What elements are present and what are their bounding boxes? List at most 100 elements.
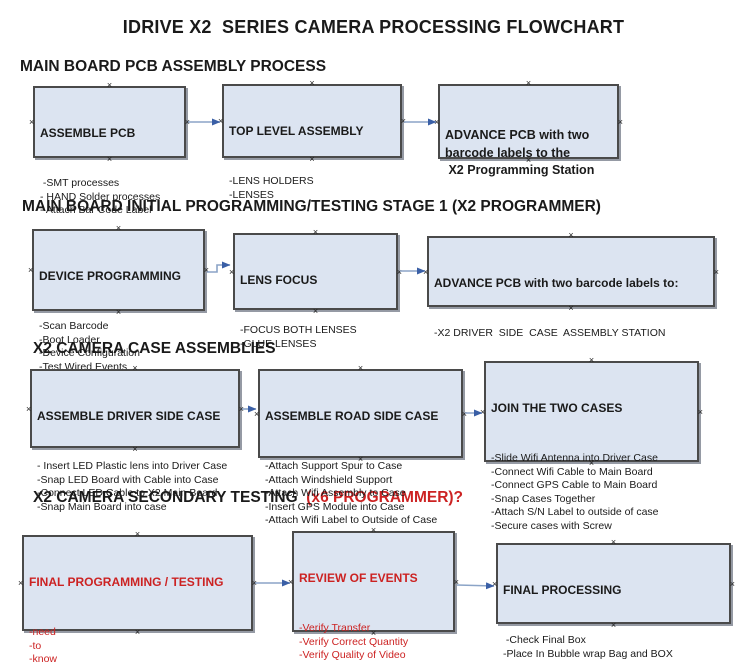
flow-box-assemble-road-side-case: ASSEMBLE ROAD SIDE CASE -Attach Support … [254,364,467,527]
box-title: REVIEW OF EVENTS [299,571,418,585]
connector-anchor-icon: × [423,266,429,277]
box-item: -Place In Bubble wrap Bag and BOX [503,647,673,660]
box-items: -Slide Wifi Antenna into Driver Case-Con… [491,452,692,533]
connector-anchor-icon: × [568,303,574,313]
box-title: TOP LEVEL ASSEMBLY [229,124,364,138]
box-title: FINAL PROCESSING [503,583,622,597]
box-item: -Verify Quality of Video [299,649,406,661]
box-item: -Boot Loader [39,333,100,346]
box-items: -Check Final Box-Place In Bubble wrap Ba… [503,634,724,662]
flow-box-join-the-two-cases: JOIN THE TWO CASES -Slide Wifi Antenna i… [480,356,703,532]
box-item: -LENSES [229,188,274,201]
connector-anchor-icon: × [713,266,719,277]
connector-anchor-icon: × [480,406,486,417]
box-title: FINAL PROGRAMMING / TESTING [29,575,224,589]
box-title: ASSEMBLE PCB [40,126,136,140]
box-item: -Attach S/N Label to outside of case [491,506,659,518]
box-item: -Snap Cases Together [491,492,596,505]
flow-box-advance-pcb-programming-station: ADVANCE PCB with two barcode labels to t… [434,79,623,178]
connector-anchor-icon: × [238,403,244,414]
connector-anchor-icon: × [617,116,623,127]
connector-anchor-icon: × [184,117,190,127]
box-title: LENS FOCUS [240,273,318,287]
box-item: -need [29,626,56,638]
connector-anchor-icon: × [203,265,209,275]
connector-anchor-icon: × [610,620,617,630]
box-item: -Attach Wifi Assembly to Case [265,487,406,499]
section-heading-text: X2 CAMERA SECONDARY TESTING [33,489,307,506]
box-title: ASSEMBLE ROAD SIDE CASE [265,409,439,423]
box-title: JOIN THE TWO CASES [491,401,623,415]
box-item: -Insert GPS Module into Case [265,500,405,513]
box-item: - Attach Bar Code Label [40,204,152,216]
page-title: IDRIVE X2 SERIES CAMERA PROCESSING FLOWC… [122,17,625,37]
connector-anchor-icon: × [400,116,406,126]
box-item: -Device Configuration [39,347,140,359]
box-title: ASSEMBLE DRIVER SIDE CASE [37,409,221,423]
box-items: -FOCUS BOTH LENSES-GLUE LENSES [240,324,391,351]
connector-anchor-icon: × [492,578,498,589]
connector-anchor-icon: × [396,266,402,277]
connector-anchor-icon: × [525,78,532,88]
connector-anchor-icon: × [288,576,294,587]
flow-box-lens-focus: LENS FOCUS -FOCUS BOTH LENSES-GLUE LENSE… [229,228,402,350]
connector-anchor-icon: × [453,576,459,587]
box-item: -Slide Wifi Antenna into Driver Case [491,452,658,464]
box-item: -Verify Correct Quantity [299,635,409,648]
box-item: -Attach Windshield Support [265,473,393,486]
section-heading-case-assemblies: X2 CAMERA CASE ASSEMBLIES [33,340,276,358]
section-heading-text: X2 CAMERA CASE ASSEMBLIES [33,340,276,357]
flow-box-assemble-pcb: ASSEMBLE PCB -SMT processes- HAND Solder… [29,81,190,217]
connector-anchor-icon: × [309,78,315,88]
box-item: -Secure cases with Screw [491,519,612,532]
arrow-device-programming-to-lens-focus [207,261,231,273]
box-items: -X2 DRIVER SIDE CASE ASSEMBLY STATION [434,327,708,341]
connector-anchor-icon: × [29,117,35,127]
box-items: -Attach Support Spur to Case-Attach Wind… [265,460,456,528]
box-items: -need-to-know-what-goes-here [29,626,246,662]
section-heading-text: MAIN BOARD INITIAL PROGRAMMING/TESTING S… [22,198,601,215]
connector-anchor-icon: × [229,266,235,277]
flow-box-final-processing: FINAL PROCESSING -Check Final Box-Place … [492,538,735,662]
connector-anchor-icon: × [106,154,113,164]
box-title: DEVICE PROGRAMMING [39,269,182,283]
section-heading-initial-programming: MAIN BOARD INITIAL PROGRAMMING/TESTING S… [22,198,601,216]
connector-anchor-icon: × [312,306,319,316]
connector-anchor-icon: × [28,265,34,275]
box-item: -Snap LED Board with Cable into Case [37,473,219,486]
box-item: - HAND Solder processes [40,190,161,203]
connector-anchor-icon: × [218,116,224,126]
connector-anchor-icon: × [132,444,138,454]
box-item: -LENS HOLDERS [229,175,314,187]
section-heading-secondary-testing: X2 CAMERA SECONDARY TESTING (x6 PROGRAMM… [33,489,463,507]
box-item: -X2 DRIVER SIDE CASE ASSEMBLY STATION [434,327,666,339]
box-item: -Connect Wifi Cable to Main Board [491,465,653,478]
connector-anchor-icon: × [309,154,315,164]
flow-box-top-level-assembly: TOP LEVEL ASSEMBLY -LENS HOLDERS-LENSES … [218,79,406,201]
box-item: -Connect GPS Cable to Main Board [491,479,658,491]
flow-box-device-programming: DEVICE PROGRAMMING -Scan Barcode-Boot Lo… [28,224,209,387]
connector-anchor-icon: × [729,578,735,589]
section-heading-pcb-assembly: MAIN BOARD PCB ASSEMBLY PROCESS [20,58,326,76]
flow-box-review-of-events: REVIEW OF EVENTS -Verify Transfer-Verify… [288,526,459,662]
box-items: - Insert LED Plastic lens into Driver Ca… [37,460,233,514]
box-item: -Connect LED Cable to X2 Main Board [37,487,218,499]
box-items: -SMT processes- HAND Solder processes- A… [40,177,179,218]
box-item: -GLUE LENSES [240,337,317,350]
box-item: -to [29,639,42,652]
arrow-review-to-final-processing [456,582,495,590]
connector-anchor-icon: × [18,578,24,588]
box-title: ADVANCE PCB with two barcode labels to: [434,276,679,290]
box-items: -Verify Transfer-Verify Correct Quantity… [299,622,448,662]
connector-anchor-icon: × [697,406,703,417]
connector-anchor-icon: × [254,408,260,419]
box-item: -Attach Wifi Label to Outside of Case [265,514,438,526]
box-item: -Scan Barcode [39,320,109,332]
box-item: -Snap Main Board into case [37,500,167,513]
box-item: -SMT processes [40,177,120,189]
flow-box-final-programming-testing: FINAL PROGRAMMING / TESTING -need-to-kno… [18,530,257,662]
flow-box-assemble-driver-side-case: ASSEMBLE DRIVER SIDE CASE - Insert LED P… [26,364,244,513]
connector-anchor-icon: × [26,403,32,414]
connector-anchor-icon: × [461,408,467,419]
